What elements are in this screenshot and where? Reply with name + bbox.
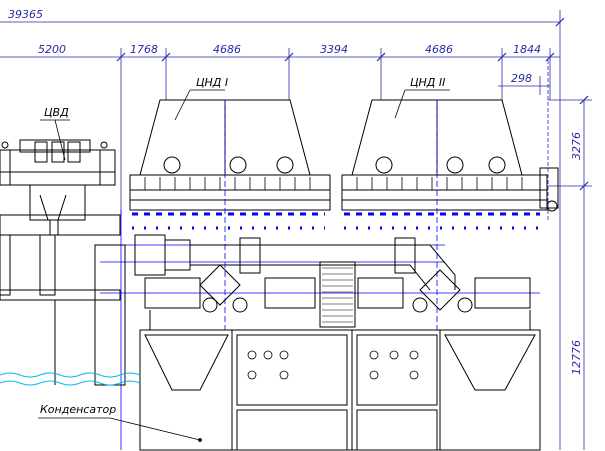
bearing-housings	[144, 261, 531, 328]
condenser	[139, 310, 541, 451]
lp-cylinder-1	[129, 99, 331, 211]
dim-vertical-lower: 12776	[570, 340, 583, 375]
condenser-details	[198, 350, 419, 442]
lp-cylinder-2	[341, 99, 559, 212]
dim-seg-5: 4686	[425, 43, 453, 56]
condenser-leader	[38, 417, 201, 441]
label-condenser: Конденсатор	[40, 403, 116, 416]
lp1-ribs	[144, 177, 311, 190]
crossover-pipe	[134, 234, 461, 311]
water-line-2	[0, 380, 141, 386]
foundation-pier	[0, 244, 126, 386]
label-hp-cylinder: ЦВД	[44, 106, 69, 119]
label-lp-cylinder-1: ЦНД I	[196, 76, 228, 89]
dim-seg-3: 4686	[213, 43, 241, 56]
dim-seg-2: 1768	[130, 43, 158, 56]
dim-seg-1: 5200	[38, 43, 66, 56]
blue-dashes	[132, 212, 540, 230]
lp2-ribs	[356, 177, 523, 190]
lp2-leader	[394, 89, 450, 119]
hp-leader	[40, 119, 70, 161]
dim-seg-4: 3394	[320, 43, 348, 56]
lp1-leader	[174, 89, 225, 121]
center-stack-lines	[322, 267, 353, 323]
dim-vertical-upper: 3276	[570, 132, 583, 160]
dimension-lines	[0, 10, 592, 450]
dimension-ticks	[116, 17, 589, 191]
dim-overall: 39365	[8, 8, 43, 21]
water-line	[0, 372, 141, 378]
hp-cylinder	[0, 139, 121, 301]
dim-small-right: 298	[511, 72, 532, 85]
dim-seg-6: 1844	[513, 43, 541, 56]
label-lp-cylinder-2: ЦНД II	[410, 76, 445, 89]
